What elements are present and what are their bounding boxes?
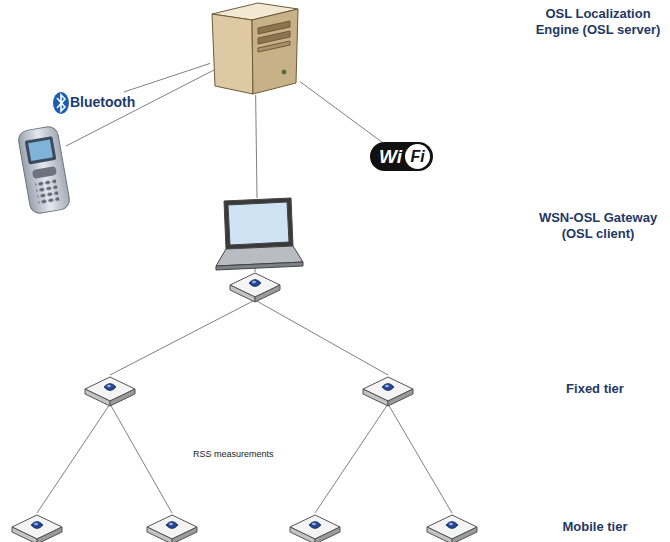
annotation: RSS measurements (193, 449, 274, 459)
laptop-icon (216, 198, 303, 270)
tier-label: Mobile tier (540, 519, 650, 534)
server-icon (212, 3, 298, 94)
tier-label: Fixed tier (540, 381, 650, 396)
wifi-logo-text: Wi (379, 145, 405, 169)
gateway-node-text: WSN-OSL Gateway (OSL client) (533, 210, 663, 241)
wifi-logo: WiFi (370, 142, 433, 171)
bluetooth-logo: Bluetooth (50, 92, 137, 112)
sensor-mote (12, 273, 477, 542)
server-node: OSL Localization Engine (OSL server) (210, 2, 300, 95)
bluetooth-logo-text: Bluetooth (50, 92, 137, 112)
phone-icon (17, 125, 71, 215)
gateway-node: WSN-OSL Gateway (OSL client) (215, 198, 300, 268)
link-line (300, 82, 382, 142)
link-line (256, 95, 257, 198)
wifi-logo-text: Fi (405, 144, 430, 169)
bluetooth-logo (53, 92, 69, 114)
server-node-text: OSL Localization Engine (OSL server) (533, 6, 663, 37)
link-line (124, 63, 210, 92)
wire (37, 70, 452, 513)
